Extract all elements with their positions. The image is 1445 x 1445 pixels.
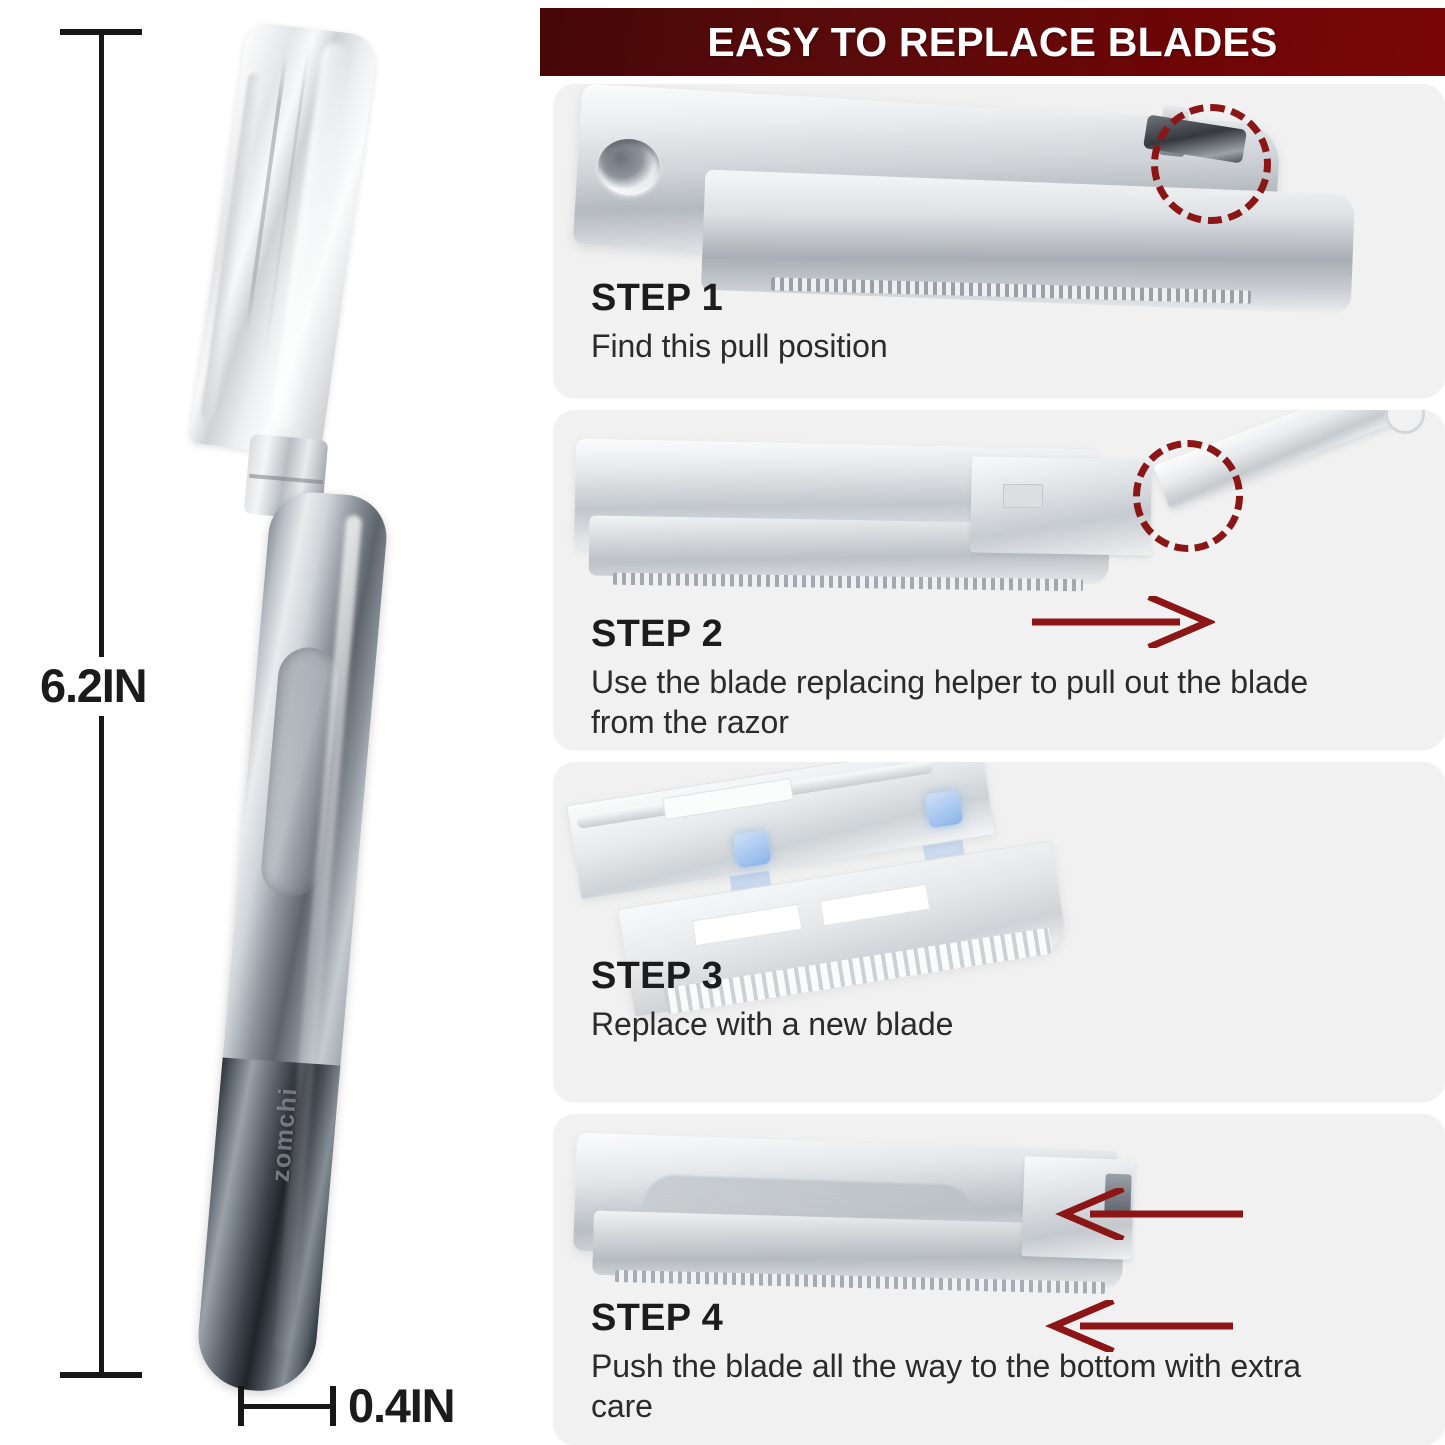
header-banner: EASY TO REPLACE BLADES bbox=[540, 8, 1445, 76]
step-3-title: STEP 3 bbox=[591, 955, 724, 997]
width-dimension-label: 0.4IN bbox=[348, 1379, 456, 1432]
length-dimension-bottom-cap bbox=[60, 1372, 142, 1378]
push-direction-left-arrow-icon bbox=[1055, 1188, 1243, 1240]
step-1-description: Find this pull position bbox=[591, 327, 888, 364]
razor-handle-lower-section bbox=[193, 1057, 341, 1395]
step-3-text-block: STEP 3 Replace with a new blade bbox=[591, 955, 954, 1044]
pull-direction-right-arrow-icon bbox=[1032, 596, 1215, 648]
step-2-title: STEP 2 bbox=[591, 613, 724, 655]
banner-title: EASY TO REPLACE BLADES bbox=[707, 18, 1278, 65]
helper-tool-hole bbox=[1385, 410, 1425, 434]
step-1-text-block: STEP 1 Find this pull position bbox=[591, 277, 888, 366]
instructions-panel: EASY TO REPLACE BLADES STEP 1 Find this … bbox=[532, 0, 1445, 1445]
step-4-text-block: STEP 4 Push the blade all the way to the… bbox=[591, 1297, 1331, 1427]
blade-cartridge bbox=[970, 456, 1152, 556]
push-direction-left-arrow-secondary-icon bbox=[1045, 1300, 1233, 1352]
step-2-text-block: STEP 2 Use the blade replacing helper to… bbox=[591, 613, 1331, 743]
step-3-illustration bbox=[553, 762, 1445, 1102]
step-1-title: STEP 1 bbox=[591, 277, 724, 319]
step-card-1: STEP 1 Find this pull position bbox=[553, 84, 1445, 398]
step-4-description: Push the blade all the way to the bottom… bbox=[591, 1347, 1301, 1425]
alignment-peg-left bbox=[732, 829, 772, 869]
razor-head-edge bbox=[200, 71, 263, 421]
step-4-title: STEP 4 bbox=[591, 1297, 724, 1339]
step-card-3: STEP 3 Replace with a new blade bbox=[553, 762, 1445, 1102]
width-dimension-line bbox=[240, 1404, 336, 1409]
step-2-illustration bbox=[553, 410, 1445, 750]
pull-position-highlight-circle-icon bbox=[1151, 104, 1271, 224]
blade-cartridge-pin bbox=[1005, 528, 1016, 539]
step-card-4: STEP 4 Push the blade all the way to the… bbox=[553, 1114, 1445, 1445]
razor-handle: zomchi bbox=[193, 489, 391, 1395]
razor-head bbox=[188, 21, 380, 458]
razor-product-image: zomchi bbox=[185, 21, 395, 1395]
length-dimension-label: 6.2IN bbox=[36, 657, 153, 716]
step-3-description: Replace with a new blade bbox=[591, 1005, 954, 1042]
step-card-2: STEP 2 Use the blade replacing helper to… bbox=[553, 410, 1445, 750]
step-1-illustration bbox=[553, 84, 1445, 398]
blade-release-highlight-circle-icon bbox=[1133, 440, 1243, 552]
width-dimension-right-cap bbox=[330, 1386, 336, 1426]
blade-cartridge-marking bbox=[1003, 484, 1043, 508]
alignment-peg-right bbox=[924, 789, 964, 829]
product-dimensions-panel: 6.2IN zomchi 0.4IN bbox=[0, 0, 532, 1445]
step-2-description: Use the blade replacing helper to pull o… bbox=[591, 663, 1309, 741]
